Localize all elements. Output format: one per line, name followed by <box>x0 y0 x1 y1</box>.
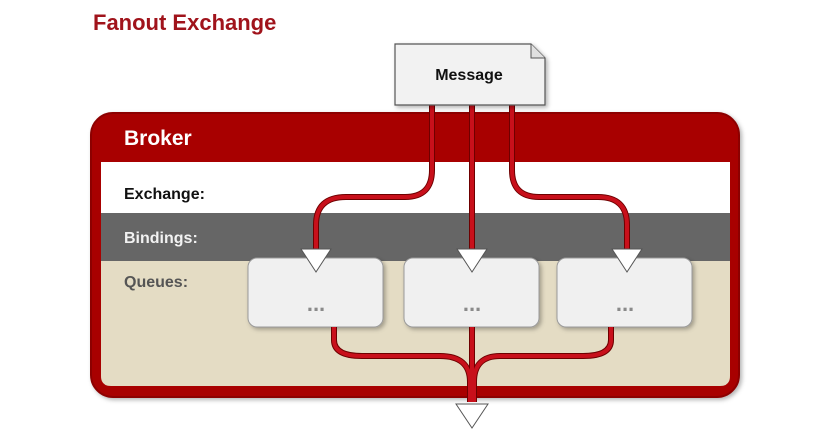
binding-arrow-line-3 <box>510 104 629 252</box>
arrowhead-queue-1 <box>300 248 332 273</box>
arrowhead-consumer <box>455 403 489 429</box>
exchange-band <box>101 162 730 213</box>
arrowhead-queue-3 <box>611 248 643 273</box>
broker-label: Broker <box>124 127 192 150</box>
queues-label: Queues: <box>124 274 188 291</box>
message-label: Message <box>435 67 503 84</box>
queue-label-2: ... <box>463 291 481 316</box>
binding-arrow-line-1 <box>314 104 434 252</box>
bindings-label: Bindings: <box>124 230 198 247</box>
queue-label-1: ... <box>307 291 325 316</box>
consumer-arrow-line-1 <box>332 327 472 402</box>
message-document <box>394 43 546 106</box>
queue-label-3: ... <box>616 291 634 316</box>
diagram-title: Fanout Exchange <box>93 10 276 35</box>
consumer-arrow-line-3 <box>472 327 613 402</box>
arrowhead-queue-2 <box>456 248 488 273</box>
message-fold-corner <box>530 44 545 59</box>
exchange-label: Exchange: <box>124 186 205 203</box>
